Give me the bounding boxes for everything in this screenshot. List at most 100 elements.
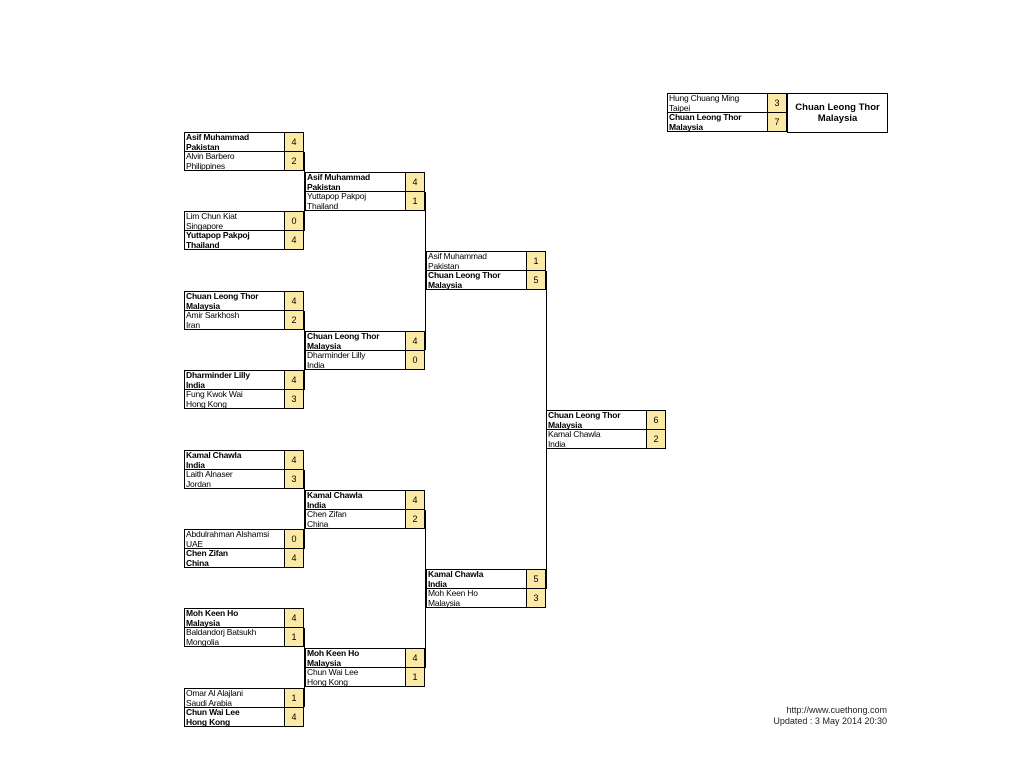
player-score: 4 bbox=[284, 608, 304, 628]
player-name: Moh Keen Ho bbox=[428, 589, 478, 598]
player-name: Chuan Leong Thor bbox=[428, 271, 501, 280]
player-score: 4 bbox=[284, 132, 304, 152]
player-name: Moh Keen Ho bbox=[186, 609, 239, 618]
player-country: Taipei bbox=[669, 102, 691, 113]
player-score: 3 bbox=[526, 588, 546, 608]
player-name: Amir Sarkhosh bbox=[186, 311, 240, 320]
player-country: Hong Kong bbox=[307, 676, 348, 687]
player-score: 1 bbox=[405, 667, 425, 687]
champion-name: Chuan Leong Thor bbox=[795, 102, 880, 113]
player-score: 4 bbox=[405, 331, 425, 351]
player-name: Chen Zifan bbox=[307, 510, 347, 519]
player-score: 2 bbox=[646, 429, 666, 449]
player-name: Kamal Chawla bbox=[428, 570, 484, 579]
player-country: Malaysia bbox=[186, 617, 220, 628]
player-name: Hung Chuang Ming bbox=[669, 94, 740, 103]
player-name: Chuan Leong Thor bbox=[548, 411, 621, 420]
player-name: Asif Muhammad bbox=[186, 133, 250, 142]
player-country: India bbox=[186, 379, 205, 390]
player-name: Chen Zifan bbox=[186, 549, 228, 558]
player-name: Chun Wai Lee bbox=[307, 668, 359, 677]
player-country: Malaysia bbox=[186, 300, 220, 311]
player-country: Malaysia bbox=[428, 597, 460, 608]
player-score: 1 bbox=[284, 627, 304, 647]
player-name: Chun Wai Lee bbox=[186, 708, 240, 717]
player-country: Mongolia bbox=[186, 636, 219, 647]
footer: http://www.cuethong.com Updated : 3 May … bbox=[773, 705, 887, 727]
player-score: 5 bbox=[526, 569, 546, 589]
footer-url[interactable]: http://www.cuethong.com bbox=[786, 705, 887, 715]
player-score: 4 bbox=[405, 172, 425, 192]
player-country: Pakistan bbox=[307, 181, 341, 192]
player-country: Malaysia bbox=[307, 657, 341, 668]
player-name: Dharminder Lilly bbox=[307, 351, 366, 360]
champion-box: Chuan Leong Thor Malaysia bbox=[787, 93, 888, 133]
player-country: Hong Kong bbox=[186, 398, 227, 409]
connector-line bbox=[304, 470, 305, 549]
player-country: Jordan bbox=[186, 478, 211, 489]
player-score: 1 bbox=[526, 251, 546, 271]
player-country: Hong Kong bbox=[186, 716, 230, 727]
player-country: Malaysia bbox=[669, 121, 703, 132]
player-score: 6 bbox=[646, 410, 666, 430]
player-country: Malaysia bbox=[307, 340, 341, 351]
player-country: Pakistan bbox=[428, 260, 460, 271]
player-score: 4 bbox=[284, 370, 304, 390]
player-score: 4 bbox=[284, 230, 304, 250]
player-country: Thailand bbox=[307, 200, 339, 211]
player-name: Chuan Leong Thor bbox=[307, 332, 380, 341]
connector-line bbox=[546, 271, 547, 589]
connector-line bbox=[304, 311, 305, 390]
player-score: 3 bbox=[284, 469, 304, 489]
player-country: India bbox=[307, 359, 325, 370]
player-country: UAE bbox=[186, 538, 203, 549]
player-name: Kamal Chawla bbox=[307, 491, 363, 500]
player-score: 4 bbox=[284, 548, 304, 568]
player-score: 0 bbox=[284, 211, 304, 231]
player-score: 5 bbox=[526, 270, 546, 290]
player-name: Abdulrahman Alshamsi bbox=[186, 530, 269, 539]
player-score: 2 bbox=[284, 151, 304, 171]
player-country: China bbox=[307, 518, 329, 529]
